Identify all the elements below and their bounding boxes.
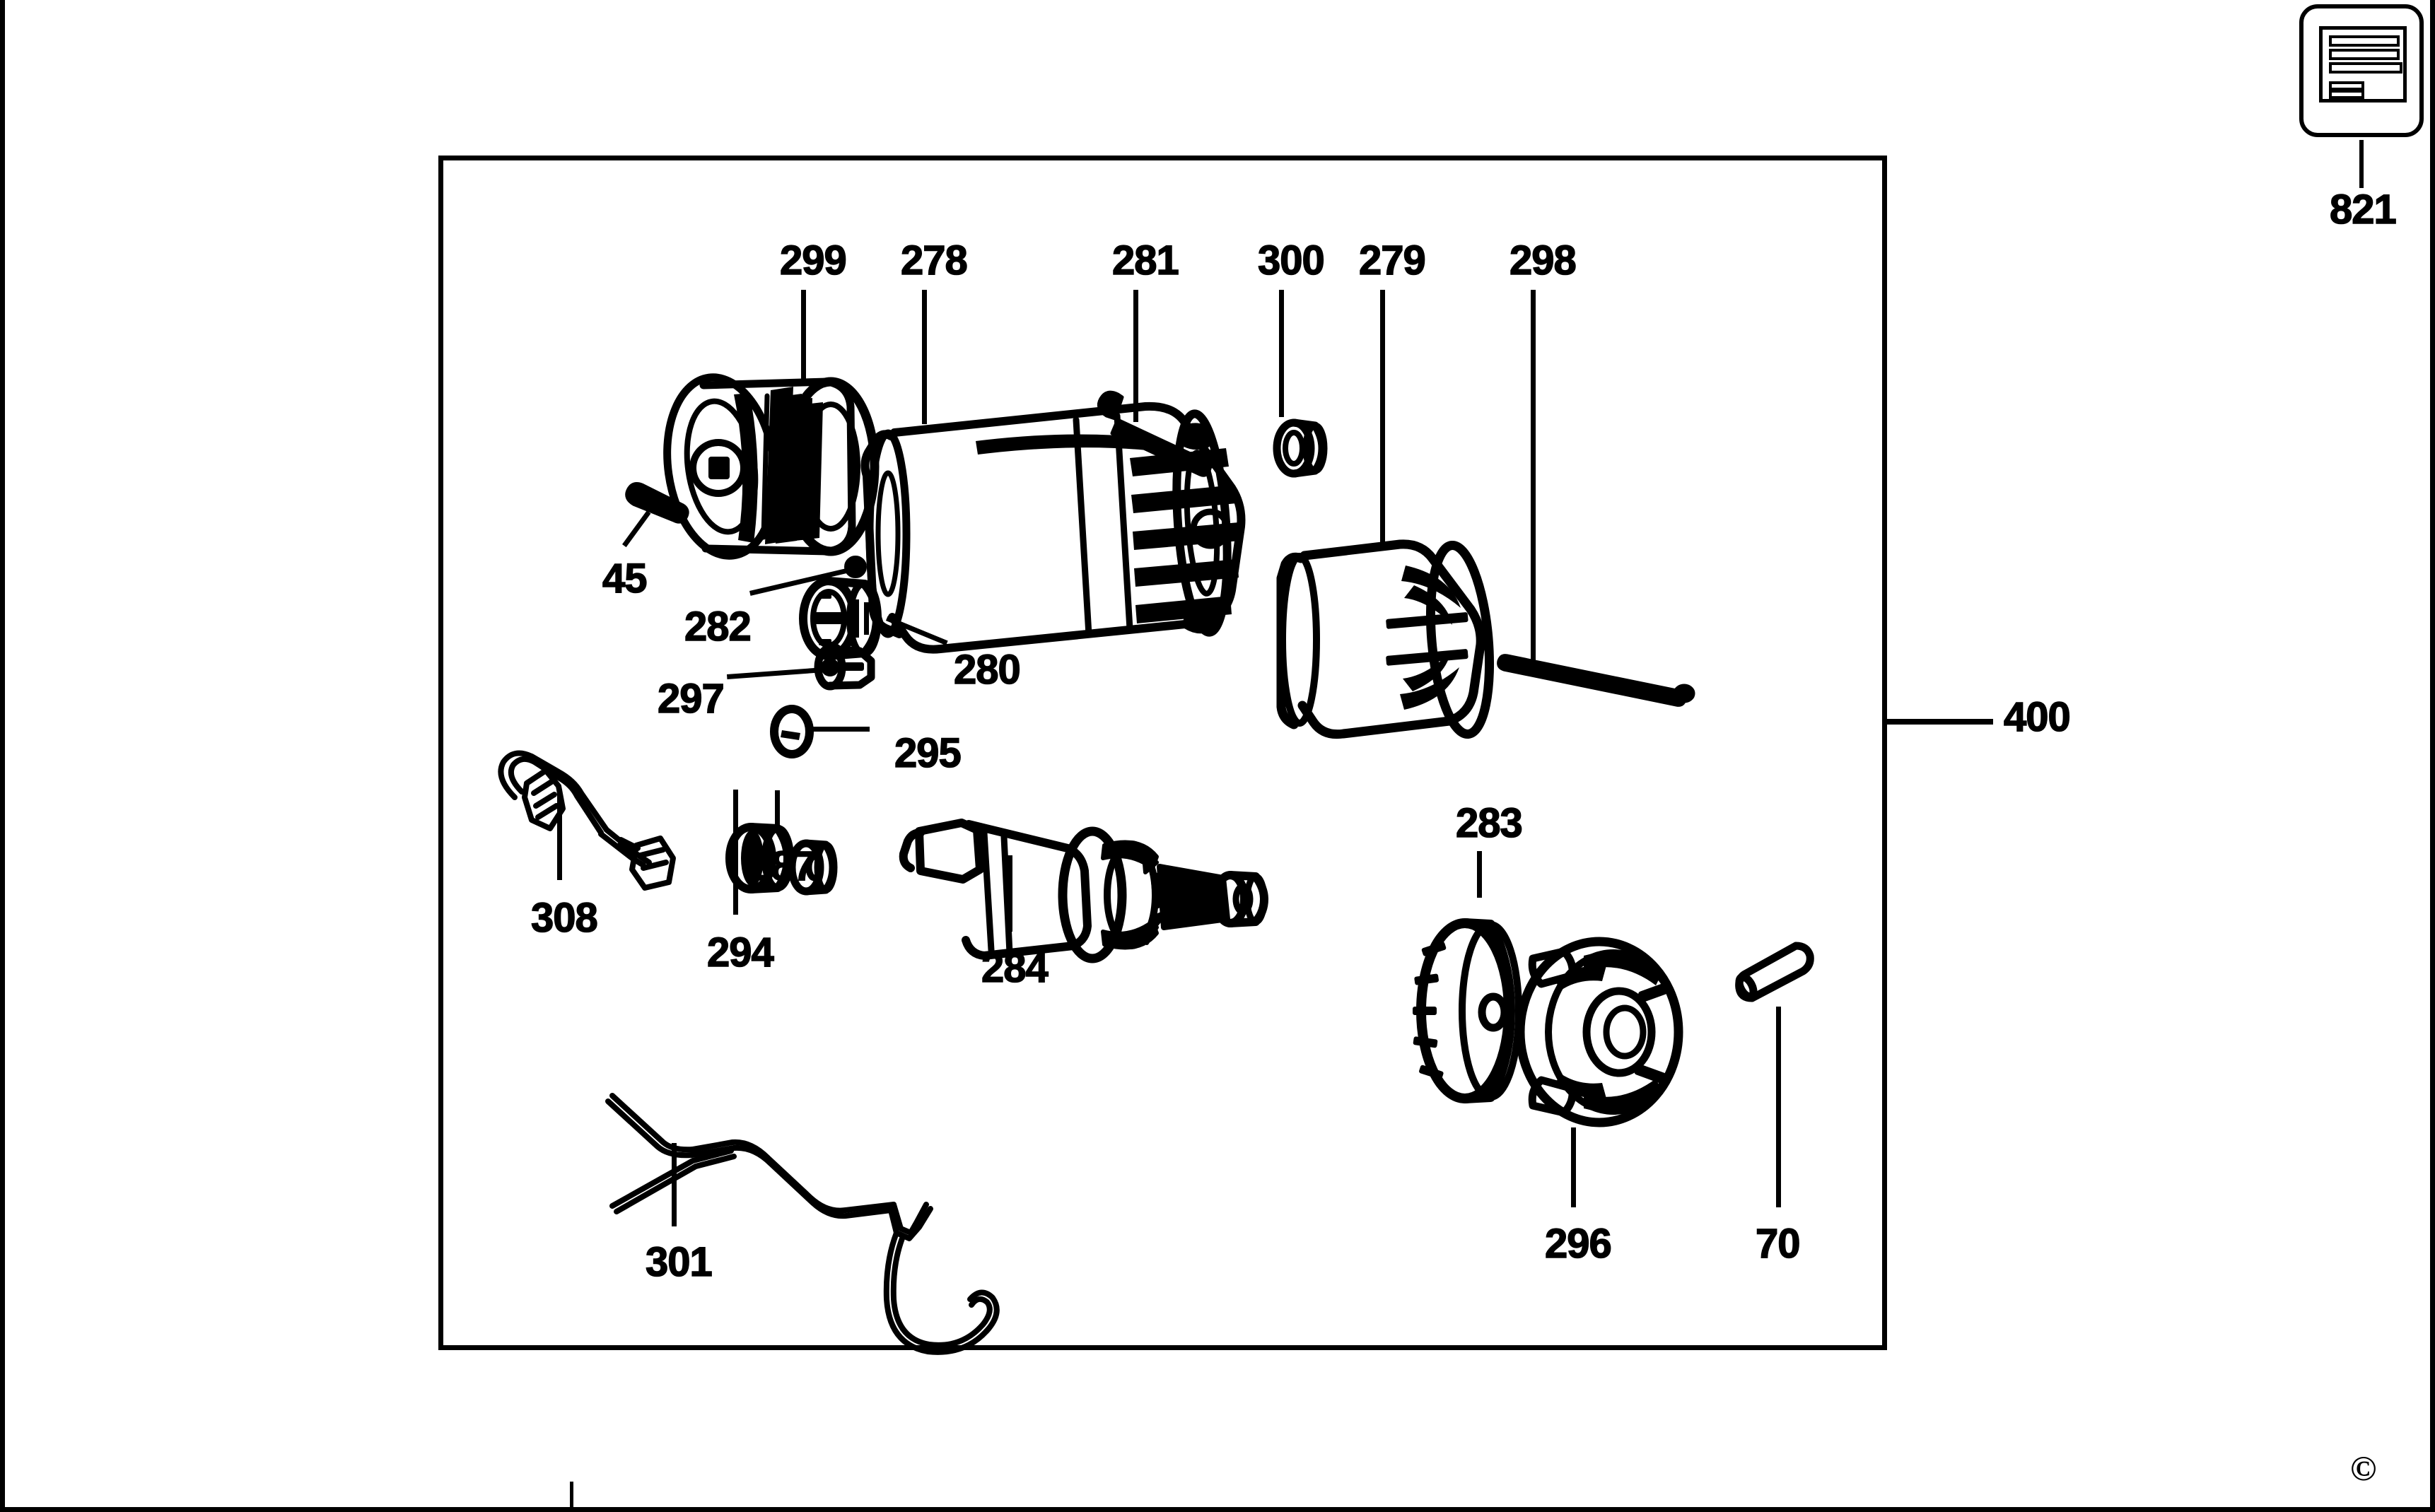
- leader-line-278: [922, 290, 927, 424]
- leader-line-284: [1008, 855, 1012, 932]
- label-line-2: [2329, 49, 2400, 60]
- assembly-leader-line: [1887, 719, 1993, 725]
- label-line-1: [2329, 35, 2400, 47]
- leader-line-294: [733, 790, 738, 915]
- callout-400[interactable]: 400: [2003, 694, 2071, 740]
- callout-45[interactable]: 45: [602, 556, 648, 602]
- callout-295[interactable]: 295: [894, 730, 962, 776]
- callout-300[interactable]: 300: [1257, 238, 1325, 283]
- label-block-1: [2329, 81, 2364, 90]
- leader-line-308: [557, 790, 562, 880]
- leader-line-299: [801, 290, 806, 385]
- copyright-symbol: ©: [2350, 1448, 2377, 1488]
- callout-287[interactable]: 287: [748, 843, 816, 889]
- callout-296[interactable]: 296: [1544, 1221, 1612, 1267]
- callout-308[interactable]: 308: [530, 895, 598, 941]
- leader-line-287: [775, 790, 780, 831]
- callout-294[interactable]: 294: [706, 930, 774, 975]
- callout-281[interactable]: 281: [1111, 238, 1179, 283]
- page-footer-divider: [570, 1482, 573, 1512]
- callout-278[interactable]: 278: [900, 238, 968, 283]
- leader-line-295: [810, 727, 870, 732]
- callout-821[interactable]: 821: [2329, 187, 2397, 233]
- leader-line-281: [1133, 290, 1138, 422]
- leader-line-70: [1776, 1007, 1781, 1207]
- callout-282[interactable]: 282: [684, 604, 752, 650]
- leader-line-296: [1571, 1127, 1576, 1207]
- callout-301[interactable]: 301: [645, 1239, 713, 1285]
- callout-284[interactable]: 284: [981, 945, 1049, 991]
- leader-line-279: [1380, 290, 1385, 548]
- page-border-right: [2430, 0, 2435, 1512]
- label-plate-icon[interactable]: [2299, 4, 2424, 137]
- callout-299[interactable]: 299: [779, 238, 847, 283]
- callout-70[interactable]: 70: [1755, 1221, 1801, 1267]
- leader-line-301: [672, 1143, 677, 1226]
- callout-279[interactable]: 279: [1358, 238, 1426, 283]
- diagram-frame: [438, 156, 1887, 1350]
- leader-line-283: [1477, 851, 1482, 898]
- leader-line-300: [1279, 290, 1284, 417]
- leader-line-298: [1531, 290, 1536, 669]
- page-border-left: [0, 0, 5, 1512]
- page-border-bottom: [0, 1507, 2435, 1512]
- label-block-2: [2329, 90, 2364, 99]
- callout-298[interactable]: 298: [1509, 238, 1577, 283]
- label-plate-inner: [2319, 26, 2407, 102]
- callout-283[interactable]: 283: [1455, 800, 1523, 846]
- icon-callout-leader: [2359, 140, 2364, 188]
- label-line-3: [2329, 62, 2402, 74]
- callout-297[interactable]: 297: [657, 676, 725, 722]
- callout-280[interactable]: 280: [953, 647, 1021, 693]
